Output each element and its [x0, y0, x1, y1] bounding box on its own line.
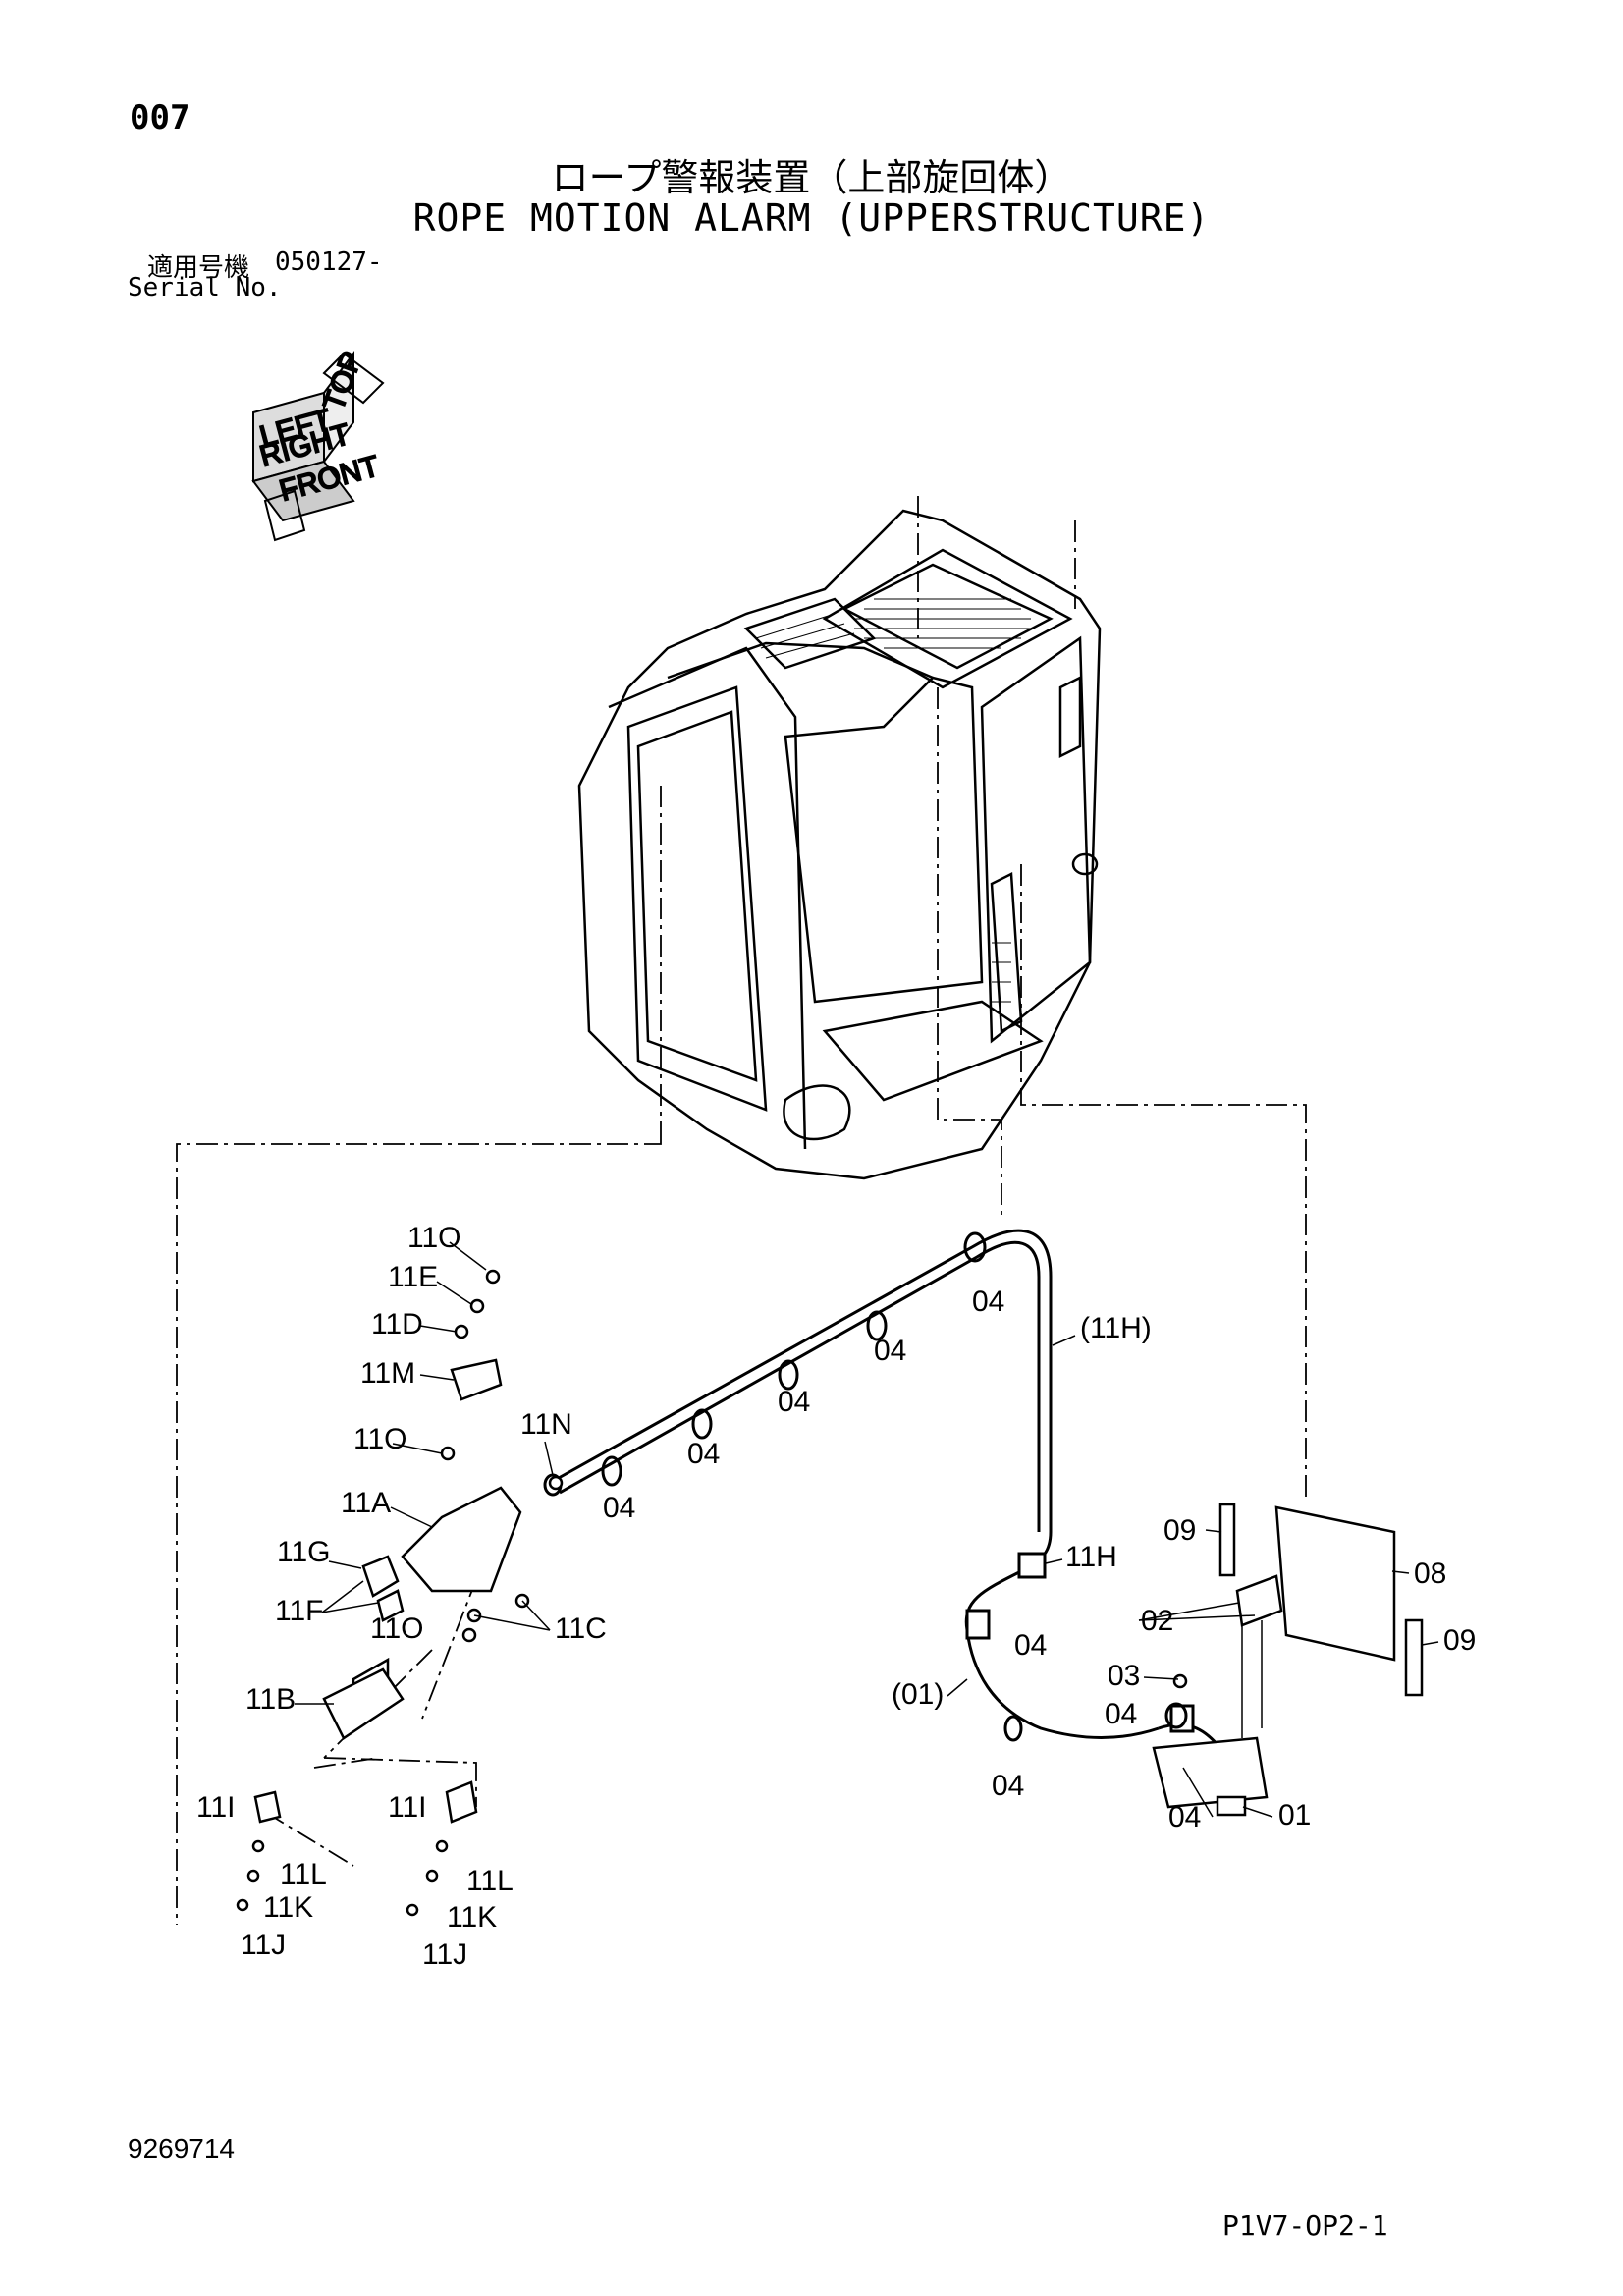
- cable-harness: [543, 1229, 1229, 1759]
- orientation-icon: LEFT TOP RIGHT FRONT: [251, 347, 385, 542]
- callout-labels: 11O 11E 11D 11M 11O 11N 11A 11G 11F 11O …: [196, 1222, 1476, 1971]
- callout-11O: 11O: [407, 1222, 460, 1254]
- callout-11L: 11L: [466, 1865, 514, 1897]
- serial-value: 050127-: [275, 247, 383, 277]
- orientation-label-top: TOP: [318, 348, 369, 415]
- callout-03: 03: [1108, 1660, 1140, 1692]
- callout-11D: 11D: [371, 1308, 423, 1340]
- callout-04: 04: [1014, 1629, 1047, 1662]
- callout-09: 09: [1163, 1514, 1196, 1547]
- callout-11K: 11K: [263, 1891, 313, 1924]
- callout-04: 04: [972, 1285, 1004, 1318]
- document-id: 9269714: [128, 2133, 236, 2163]
- callout-11J: 11J: [241, 1929, 286, 1961]
- callout-08: 08: [1414, 1558, 1446, 1590]
- callout-04: 04: [1168, 1801, 1201, 1833]
- callout-11A: 11A: [341, 1487, 391, 1519]
- callout-11G: 11G: [277, 1536, 330, 1568]
- callout-01-paren: (01): [892, 1678, 944, 1711]
- callout-04: 04: [992, 1770, 1024, 1802]
- serial-label-japanese: 適用号機: [147, 253, 250, 283]
- page-code: P1V7-OP2-1: [1222, 2210, 1388, 2242]
- bracket-assembly: [236, 1269, 564, 1917]
- page-number: 007: [130, 98, 190, 137]
- callout-11E: 11E: [388, 1261, 438, 1293]
- callout-11F: 11F: [275, 1595, 323, 1627]
- serial-label-english: Serial No.: [128, 273, 282, 302]
- callout-01: 01: [1278, 1799, 1311, 1831]
- callout-11K: 11K: [447, 1901, 497, 1934]
- leader-lines: [176, 496, 1307, 1925]
- callout-11J: 11J: [422, 1939, 467, 1971]
- callout-11I: 11I: [196, 1791, 235, 1824]
- callout-04: 04: [603, 1492, 635, 1524]
- callout-11H: 11H: [1065, 1541, 1117, 1573]
- callout-04: 04: [874, 1335, 906, 1367]
- callout-11H-paren: (11H): [1080, 1312, 1152, 1344]
- pointer-lines: [295, 1241, 1439, 1818]
- callout-02: 02: [1141, 1605, 1173, 1637]
- alarm-unit-parts: [1152, 1503, 1424, 1817]
- callout-11I: 11I: [388, 1791, 426, 1824]
- title-english: ROPE MOTION ALARM (UPPERSTRUCTURE): [412, 196, 1211, 240]
- cab-illustration: [577, 509, 1102, 1180]
- callout-11O: 11O: [370, 1613, 423, 1645]
- callout-11C: 11C: [555, 1613, 607, 1645]
- title-japanese: ロープ警報装置（上部旋回体）: [551, 156, 1072, 199]
- callout-04: 04: [1105, 1698, 1137, 1730]
- callout-09: 09: [1443, 1624, 1476, 1657]
- callout-04: 04: [778, 1386, 810, 1418]
- callout-11O: 11O: [353, 1423, 406, 1455]
- callout-11N: 11N: [520, 1408, 572, 1441]
- callout-11M: 11M: [360, 1357, 415, 1390]
- callout-11L: 11L: [280, 1858, 327, 1890]
- callout-11B: 11B: [245, 1683, 296, 1716]
- callout-04: 04: [687, 1438, 720, 1470]
